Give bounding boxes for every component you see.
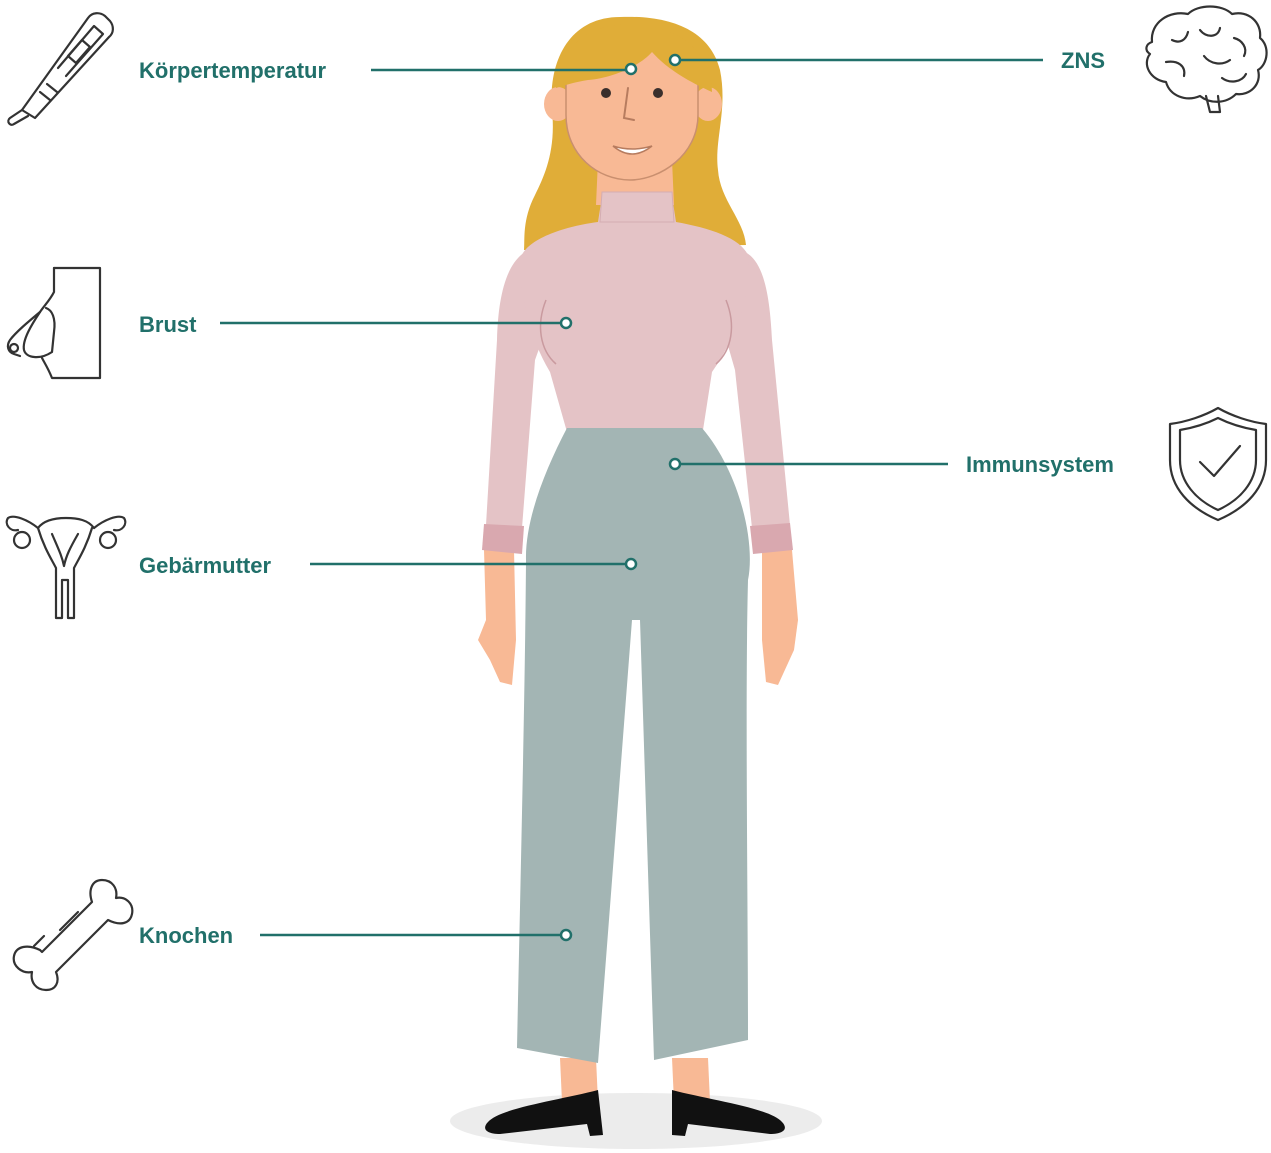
left-cuff <box>482 524 524 554</box>
label-breast: Brust <box>139 312 196 338</box>
marker-breast <box>561 318 571 328</box>
right-hand <box>762 550 798 685</box>
turtleneck-collar <box>600 192 674 222</box>
thermometer-icon <box>8 13 113 125</box>
label-body-temperature: Körpertemperatur <box>139 58 326 84</box>
label-bones: Knochen <box>139 923 233 949</box>
right-eye <box>653 88 663 98</box>
left-eye <box>601 88 611 98</box>
uterus-icon <box>7 517 126 618</box>
breast-icon <box>8 268 100 378</box>
marker-immune-system <box>670 459 680 469</box>
label-cns: ZNS <box>1061 48 1105 74</box>
marker-cns <box>670 55 680 65</box>
right-cuff <box>750 523 793 554</box>
marker-bones <box>561 930 571 940</box>
brain-icon <box>1146 7 1266 113</box>
woman-figure <box>450 17 822 1149</box>
label-immune-system: Immunsystem <box>966 452 1114 478</box>
marker-body-temperature <box>626 64 636 74</box>
bone-icon <box>14 880 133 990</box>
left-hand <box>478 550 516 685</box>
label-uterus: Gebärmutter <box>139 553 271 579</box>
shield-check-icon <box>1170 408 1266 520</box>
marker-uterus <box>626 559 636 569</box>
pants <box>517 428 750 1063</box>
